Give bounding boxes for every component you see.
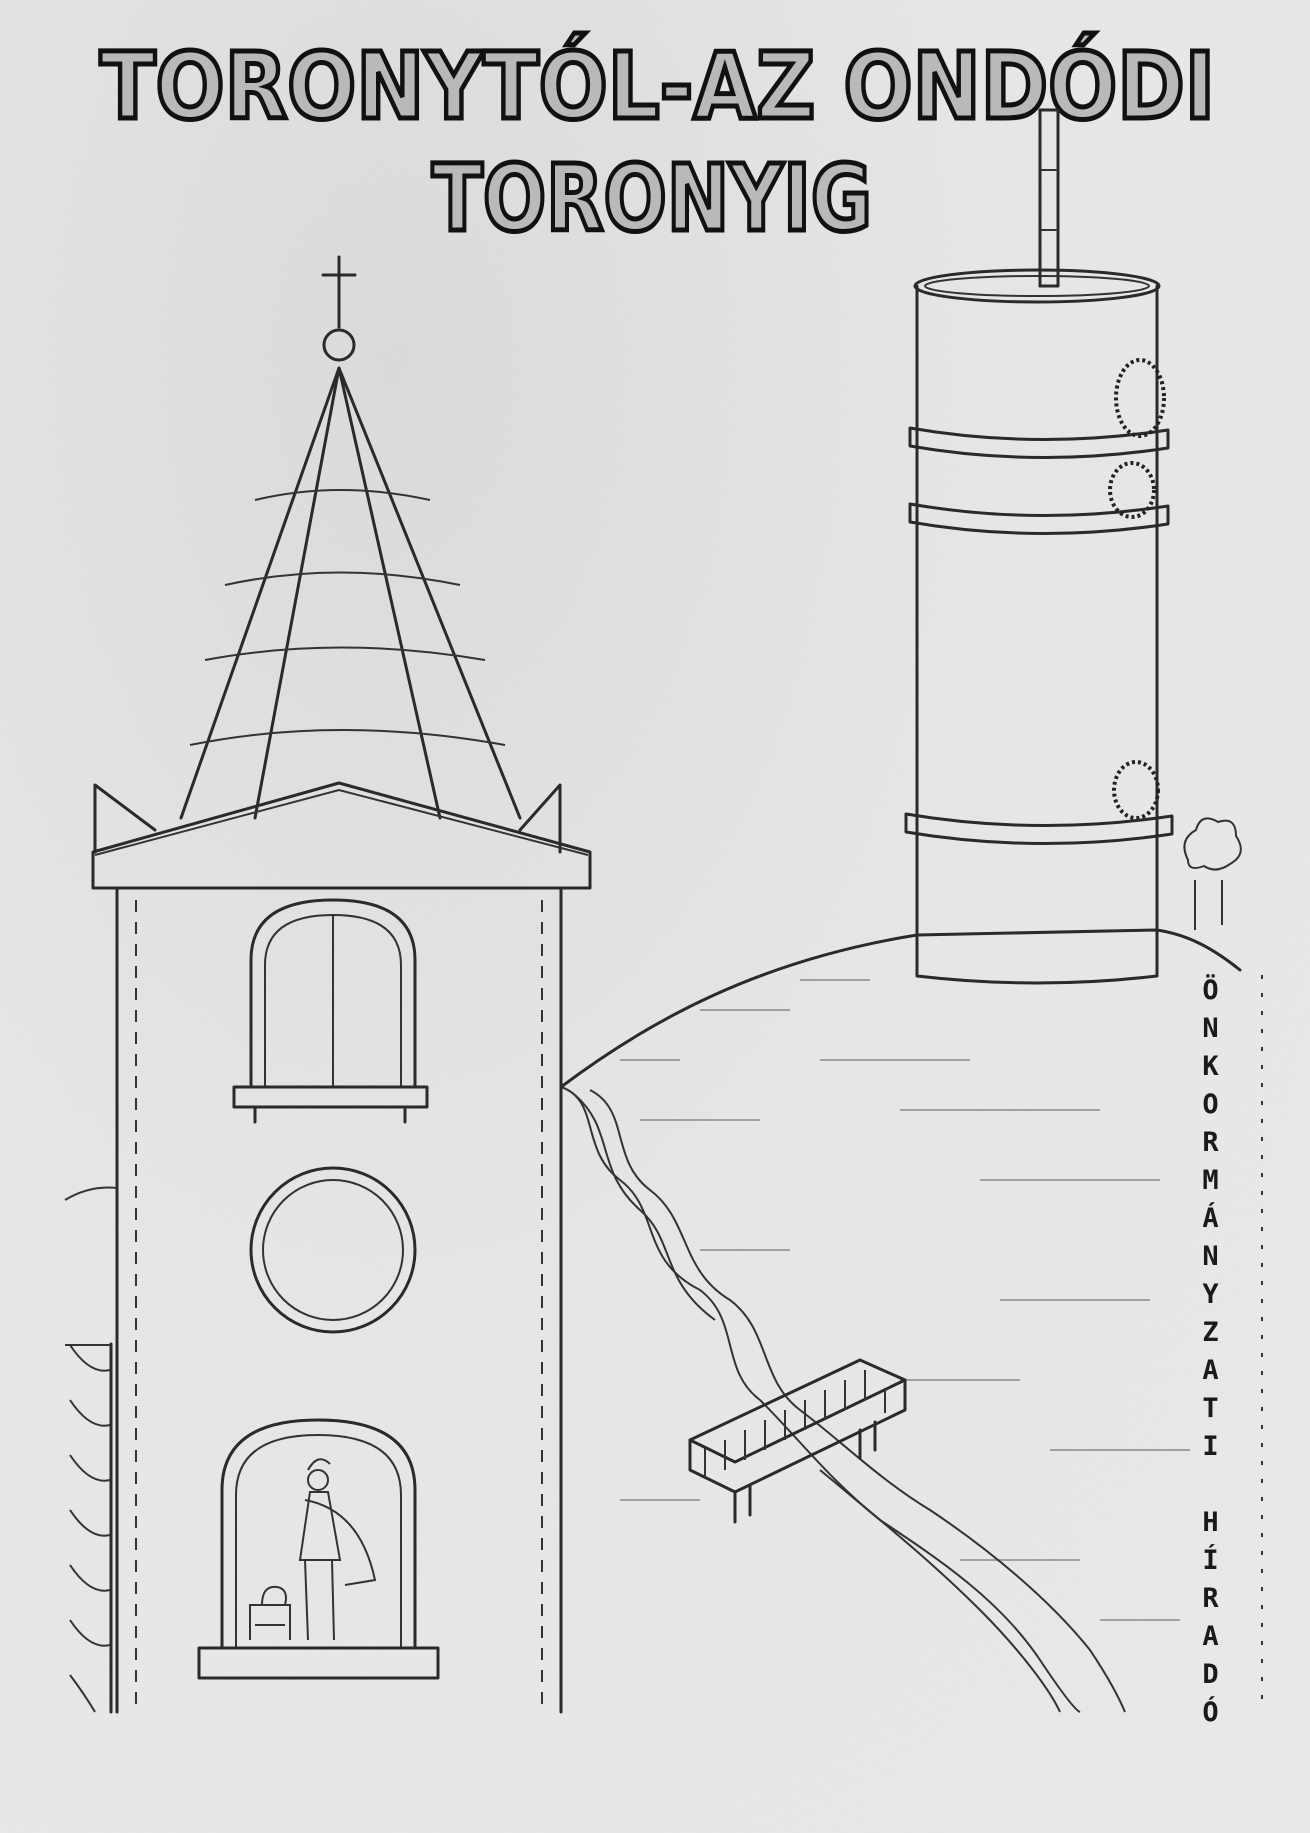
- trees: [1183, 817, 1242, 930]
- left-building: [64, 1186, 118, 1714]
- saint-statue: [249, 1458, 377, 1641]
- church-tower: [91, 255, 592, 1714]
- side-title: ÖNKORMÁNYZATI HÍRADÓ: [1195, 975, 1226, 1735]
- title-line-1: TORONYTÓL-AZ ONDÓDI: [100, 31, 1215, 140]
- title-line-2: TORONYIG: [432, 145, 872, 252]
- hill-shading: [620, 979, 1190, 1621]
- bridge: [688, 1358, 907, 1524]
- hill: [559, 928, 1242, 1089]
- river: [560, 1086, 1126, 1713]
- water-tower: [904, 108, 1174, 985]
